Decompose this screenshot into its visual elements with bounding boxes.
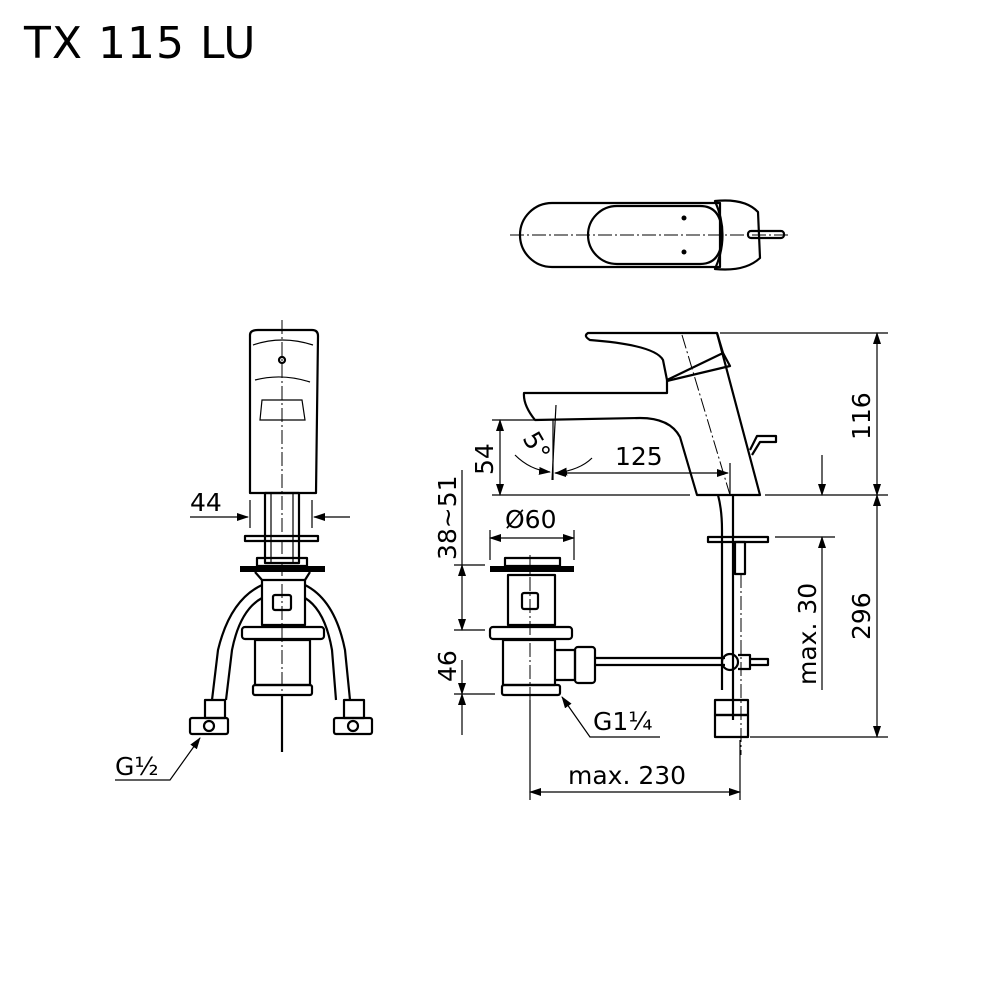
dim-296-label: 296: [847, 592, 876, 640]
dim-max230-label: max. 230: [568, 761, 686, 790]
front-view: [188, 320, 374, 755]
dim-38-51-label: 38~51: [433, 475, 462, 560]
dim-max30-label: max. 30: [793, 583, 822, 685]
dimension-lines: [115, 332, 888, 800]
angle-label: 5°: [517, 427, 556, 466]
drain-thread-label: G1¼: [593, 707, 653, 736]
dim-46-label: 46: [433, 650, 462, 682]
dim-54-label: 54: [470, 443, 499, 475]
dim-diameter-60-label: Ø60: [505, 505, 557, 534]
side-view: [488, 331, 778, 755]
dim-44-label: 44: [190, 488, 222, 517]
inlet-thread-label: G½: [115, 752, 159, 781]
dim-125-label: 125: [615, 442, 663, 471]
dim-116-label: 116: [847, 392, 876, 440]
top-view: [510, 199, 790, 271]
model-title: TX 115 LU: [24, 18, 257, 69]
